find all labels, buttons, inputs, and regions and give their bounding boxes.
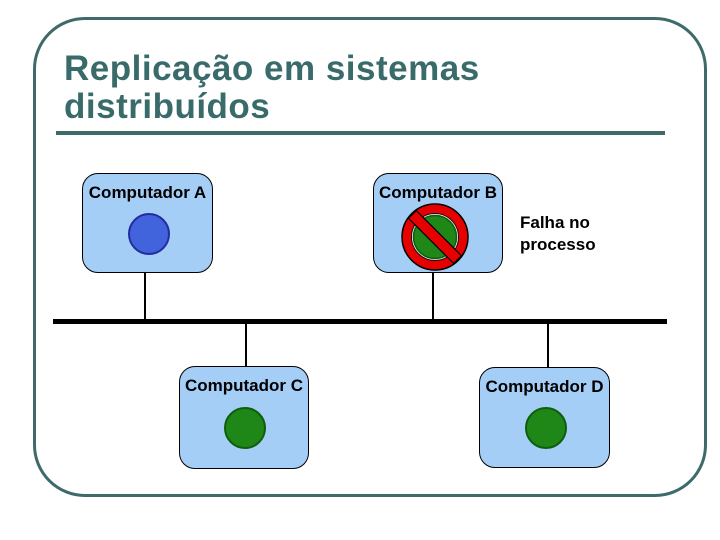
computer-box-d: Computador D	[479, 367, 610, 468]
computer-label-d: Computador D	[485, 377, 604, 396]
process-circle-icon	[224, 407, 266, 449]
connector-computer-a	[144, 272, 146, 320]
prohibition-icon	[401, 203, 469, 271]
network-bus-line	[53, 319, 667, 324]
process-circle-icon	[128, 213, 170, 255]
slide-title: Replicação em sistemas distribuídos	[64, 49, 480, 126]
computer-label-a: Computador A	[88, 183, 207, 202]
computer-box-b: Computador B	[373, 173, 503, 273]
computer-label-c: Computador C	[184, 376, 304, 395]
title-underline	[56, 131, 665, 135]
connector-computer-d	[547, 323, 549, 368]
connector-computer-c	[245, 323, 247, 367]
connector-computer-b	[432, 272, 434, 320]
computer-box-c: Computador C	[179, 366, 309, 469]
process-circle-icon	[525, 407, 567, 449]
computer-label-b: Computador B	[378, 183, 498, 202]
slide-border-frame	[33, 17, 707, 497]
computer-box-a: Computador A	[82, 173, 213, 273]
failure-annotation: Falha no processo	[520, 213, 596, 254]
